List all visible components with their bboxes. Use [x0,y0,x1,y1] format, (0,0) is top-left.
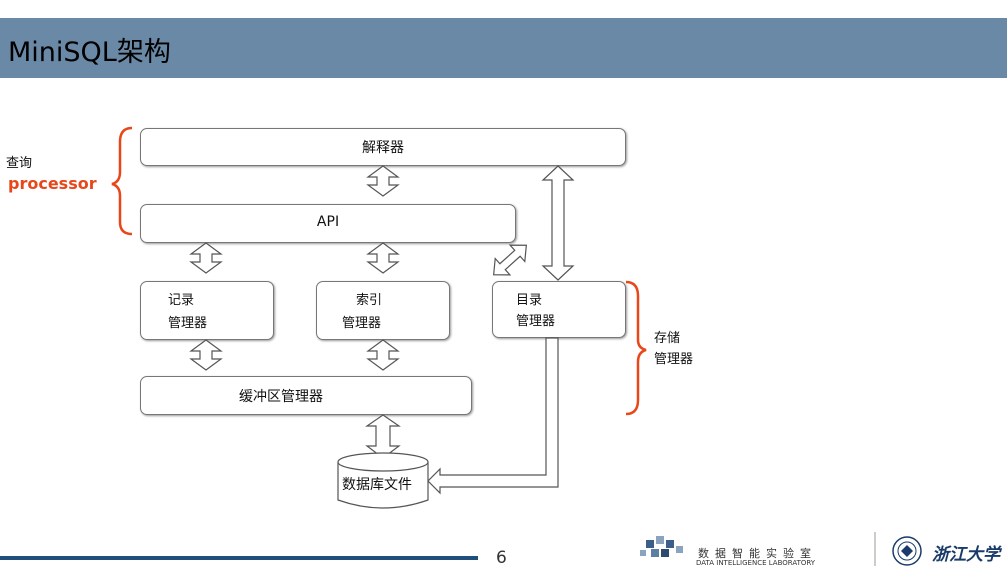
page-title: MiniSQL架构 [8,37,171,68]
catalog-manager-box: 目录 管理器 [492,281,626,338]
processor-label: processor [8,174,97,193]
arrow-api-index [367,242,399,274]
catalog-manager-line2: 管理器 [516,314,556,329]
storage-label-line1: 存储 [654,331,681,346]
db-cylinder-top [337,452,429,472]
zju-emblem-icon [892,536,922,566]
arrow-interpreter-api [367,165,399,197]
index-manager-line2: 管理器 [342,316,382,331]
query-label: 查询 [6,156,33,171]
index-manager-box: 索引 管理器 [316,281,450,340]
index-manager-line1: 索引 [356,293,383,308]
lab-name-cn: 数据智能实验室 [698,547,817,560]
arrow-api-record [190,242,222,274]
db-files-label: 数据库文件 [342,477,412,493]
catalog-manager-line1: 目录 [516,293,543,308]
lab-name-en: DATA INTELLIGENCE LABORATORY [696,559,816,567]
interpreter-label: 解释器 [362,140,404,156]
processor-brace [111,126,133,236]
record-manager-line1: 记录 [168,293,195,308]
db-cylinder-body [337,462,429,509]
arrow-buffer-dbfiles [365,414,401,459]
buffer-manager-label: 缓冲区管理器 [239,389,323,405]
lab-logo-icon [640,536,683,557]
record-manager-box: 记录 管理器 [140,281,274,340]
title-bar: MiniSQL架构 [0,18,1007,78]
page-number: 6 [496,548,507,568]
storage-label-line2: 管理器 [654,352,694,367]
arrow-api-catalog [492,244,528,276]
university-name: 浙江大学 [932,545,1000,565]
arrow-interpreter-catalog [541,165,575,281]
api-label: API [316,214,340,230]
buffer-manager-box: 缓冲区管理器 [140,376,472,415]
arrow-index-buffer [367,339,399,371]
footer-line [0,556,478,560]
arrow-record-buffer [190,339,222,371]
record-manager-line2: 管理器 [168,316,208,331]
arrow-catalog-dbfiles [427,337,559,495]
api-box: API [140,204,516,243]
storage-brace [625,280,647,416]
interpreter-box: 解释器 [140,128,626,166]
